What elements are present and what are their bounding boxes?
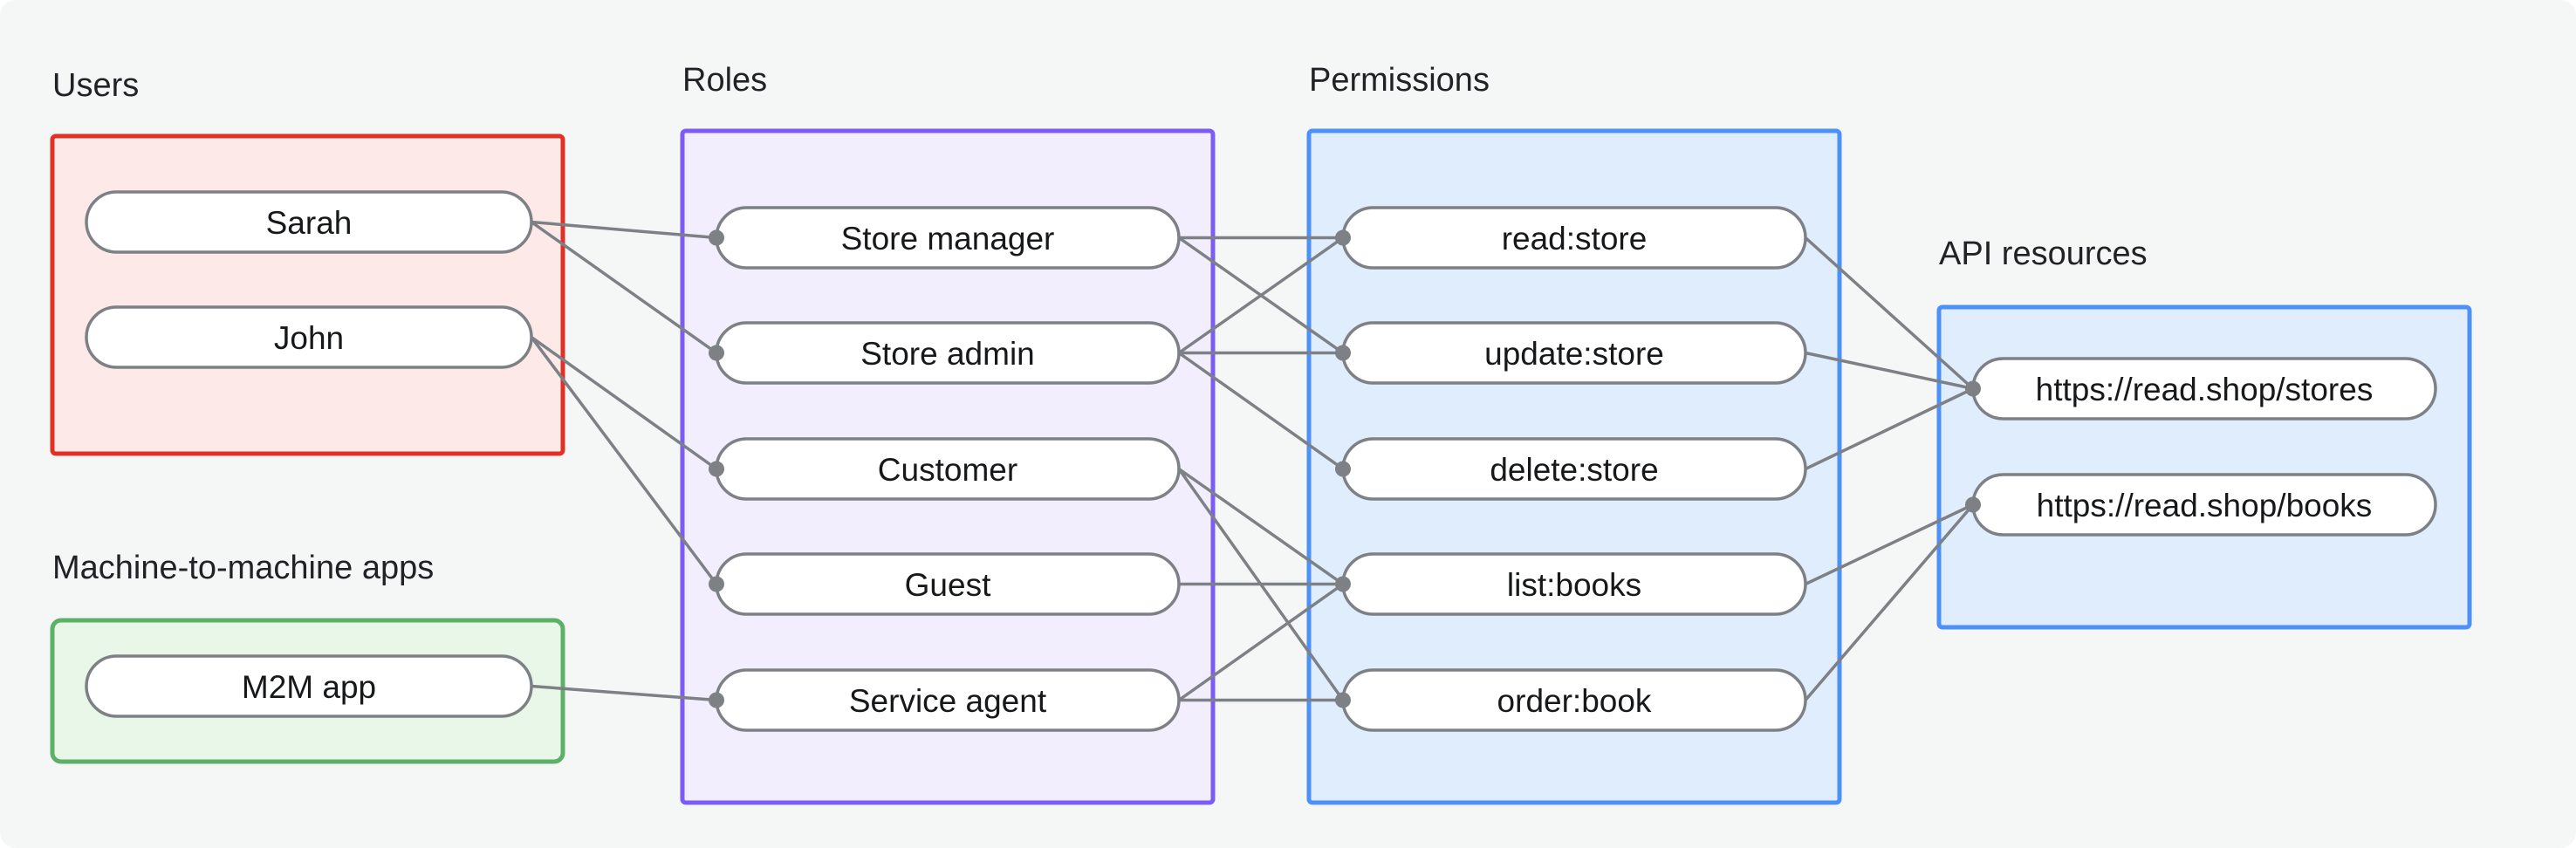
edge-endpoint-dot-order-book [1335,692,1351,708]
edge-store-admin-to-read-store [1177,236,1345,354]
node-pill-john[interactable] [85,305,533,369]
node-label-books-url: https://read.shop/books [2037,488,2373,523]
node-store-admin[interactable]: Store admin [715,321,1181,385]
edge-sarah-to-store-admin [530,221,718,354]
node-list-books[interactable]: list:books [1341,552,1807,616]
edge-store-admin-to-delete-store [1177,352,1345,470]
node-label-read-store: read:store [1502,221,1648,256]
node-label-customer: Customer [878,452,1017,488]
edges-layer [530,220,1975,702]
node-label-update-store: update:store [1484,336,1664,372]
edge-m2mapp-to-service-agent [531,684,717,702]
edge-endpoint-dot-delete-store [1335,461,1351,477]
node-label-sarah: Sarah [266,205,353,241]
node-service-agent[interactable]: Service agent [715,668,1181,732]
edge-list-books-to-books-url [1805,503,1974,586]
edge-endpoint-dot-books-url [1965,496,1981,513]
node-label-guest: Guest [905,567,991,603]
edge-sarah-to-store-manager [531,220,717,240]
node-label-m2mapp: M2M app [242,669,376,705]
edge-endpoint-dot-read-store [1335,229,1351,246]
group-label-roles: Roles [682,62,767,99]
edge-john-to-customer [530,336,718,470]
node-update-store[interactable]: update:store [1341,321,1807,385]
node-label-service-agent: Service agent [849,683,1047,719]
edge-endpoint-dots-layer [709,229,1981,708]
edge-endpoint-dot-service-agent [709,692,724,708]
node-pill-sarah[interactable] [85,190,533,254]
node-label-store-admin: Store admin [860,336,1035,372]
edge-order-book-to-books-url [1804,503,1975,701]
edge-endpoint-dot-store-admin [709,345,724,361]
node-stores-url[interactable]: https://read.shop/stores [1971,357,2437,421]
edge-service-agent-to-list-books [1177,583,1345,701]
edge-endpoint-dot-store-manager [709,229,724,246]
edge-update-store-to-stores-url [1805,351,1974,391]
group-label-m2m: Machine-to-machine apps [52,550,434,586]
edge-delete-store-to-stores-url [1805,386,1974,471]
node-label-order-book: order:book [1497,683,1652,719]
group-box-api-resources [1936,304,2472,630]
node-sarah[interactable]: Sarah [85,190,533,254]
group-label-permissions: Permissions [1309,62,1490,99]
node-pill-m2mapp[interactable] [85,654,533,718]
node-books-url[interactable]: https://read.shop/books [1971,473,2437,537]
node-store-manager[interactable]: Store manager [715,206,1181,270]
edge-endpoint-dot-stores-url [1965,380,1981,397]
node-label-store-manager: Store manager [841,221,1055,256]
edge-endpoint-dot-update-store [1335,345,1351,361]
node-read-store[interactable]: read:store [1341,206,1807,270]
group-label-api-resources: API resources [1939,236,2148,272]
node-order-book[interactable]: order:book [1341,668,1807,732]
edge-read-store-to-stores-url [1804,236,1975,390]
node-label-john: John [274,320,344,356]
edge-endpoint-dot-list-books [1335,576,1351,592]
edge-endpoint-dot-guest [709,576,724,592]
node-label-list-books: list:books [1507,567,1641,603]
node-customer[interactable]: Customer [715,437,1181,501]
node-label-delete-store: delete:store [1490,452,1658,488]
node-m2mapp[interactable]: M2M app [85,654,533,718]
node-delete-store[interactable]: delete:store [1341,437,1807,501]
node-guest[interactable]: Guest [715,552,1181,616]
group-box-users [50,133,565,456]
group-label-users: Users [52,67,139,104]
node-john[interactable]: John [85,305,533,369]
edge-customer-to-list-books [1177,468,1345,585]
edge-john-to-guest [530,336,718,585]
edge-endpoint-dot-customer [709,461,724,477]
node-label-stores-url: https://read.shop/stores [2036,372,2374,407]
